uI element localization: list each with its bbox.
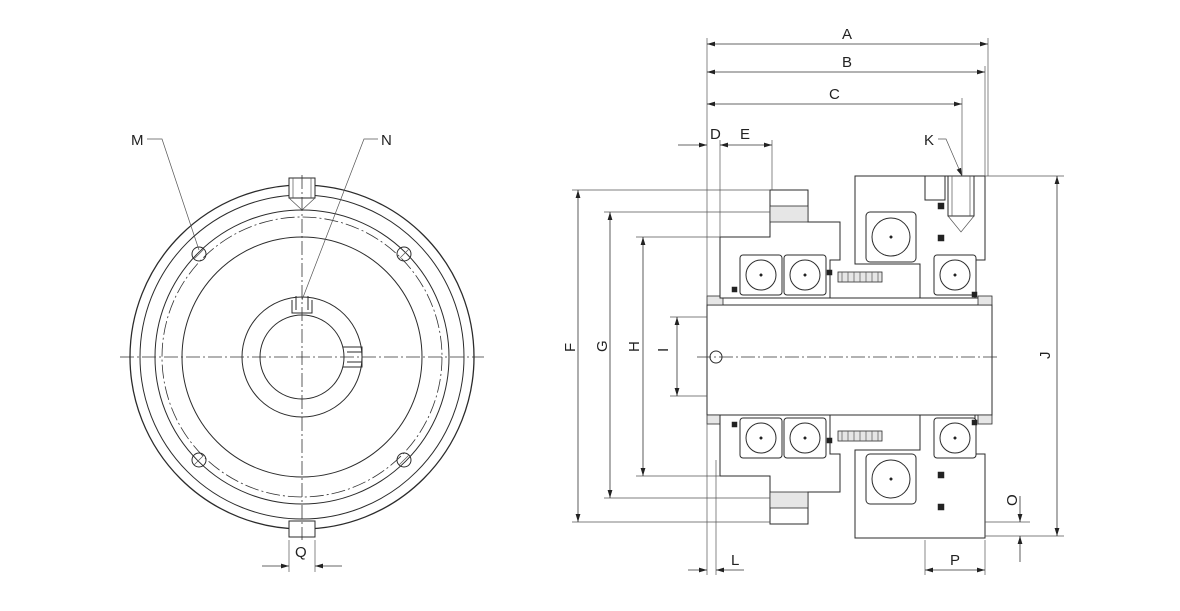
hub-step-top	[706, 295, 724, 306]
label-n: N	[381, 132, 392, 149]
k-tap-hole-detail	[947, 176, 975, 233]
label-l: L	[731, 552, 739, 569]
upper-flange-bolt	[769, 205, 809, 223]
leader-n	[301, 138, 378, 301]
section-view: A B C D E K F G H	[562, 26, 1064, 575]
splines	[837, 271, 883, 442]
label-j: J	[1037, 352, 1054, 360]
hub-pin	[709, 350, 723, 364]
label-i: I	[655, 348, 672, 352]
bolt-holes	[191, 246, 412, 468]
front-view: M N Q	[120, 132, 484, 572]
label-b: B	[842, 54, 852, 71]
label-g: G	[594, 340, 611, 352]
label-c: C	[829, 86, 840, 103]
lower-flange-bolt	[769, 491, 809, 509]
label-q: Q	[295, 544, 307, 561]
upper-bearings	[739, 211, 977, 296]
lower-bearings	[739, 417, 977, 505]
label-p: P	[950, 552, 960, 569]
label-m: M	[131, 132, 144, 149]
keyway-right-inner	[347, 351, 362, 363]
label-e: E	[740, 126, 750, 143]
label-o: O	[1004, 494, 1021, 506]
label-k: K	[924, 132, 934, 149]
label-d: D	[710, 126, 721, 143]
leader-m	[147, 138, 200, 251]
keyway-top-inner	[295, 296, 309, 310]
hub-body	[706, 304, 993, 416]
label-h: H	[626, 341, 643, 352]
leader-k	[938, 138, 963, 177]
seals	[731, 202, 978, 511]
label-a: A	[842, 26, 852, 43]
label-f: F	[562, 343, 579, 352]
